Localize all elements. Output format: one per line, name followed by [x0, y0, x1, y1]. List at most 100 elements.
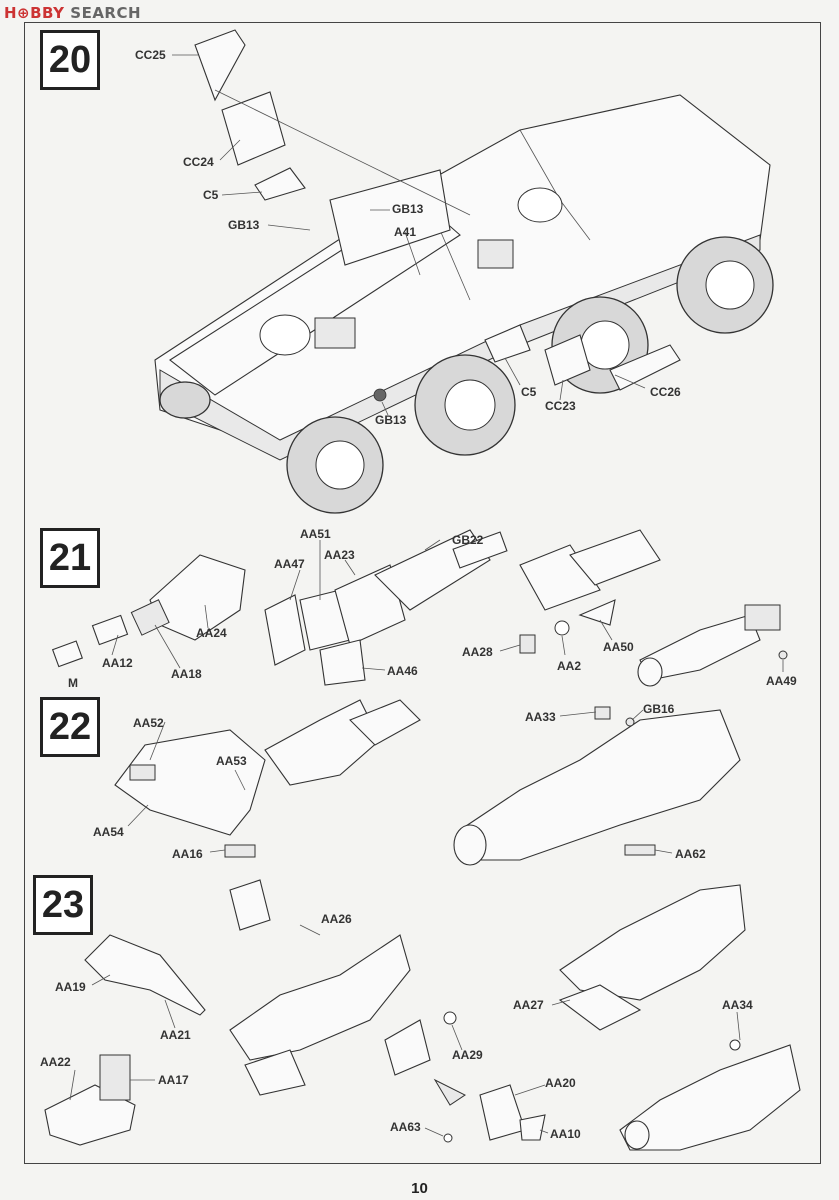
part-aa26-mount [229, 879, 271, 931]
step23-drawing [44, 879, 801, 1151]
part-aa19-assembly [84, 934, 206, 1016]
wheel-1 [286, 416, 384, 514]
rear-armor-plate [329, 169, 451, 266]
part-aa16 [224, 844, 256, 858]
label-aa63: AA63 [390, 1120, 421, 1134]
label-aa46: AA46 [387, 664, 418, 678]
label-aa2: AA2 [557, 659, 582, 673]
part-m [51, 640, 83, 668]
label-aa27: AA27 [513, 998, 544, 1012]
label-gb13-bottom: GB13 [375, 413, 407, 427]
part-cc26 [609, 344, 681, 391]
watermark-brand: H⊕BBY [4, 4, 65, 22]
label-aa29: AA29 [452, 1048, 483, 1062]
step-number-23: 23 [33, 875, 93, 935]
step22-drawing [114, 699, 741, 866]
part-aa17 [99, 1054, 131, 1101]
page-frame [24, 22, 821, 1164]
part-aa2 [554, 620, 570, 636]
step21-drawing [51, 529, 788, 687]
label-aa49: AA49 [766, 674, 797, 688]
gun-assembly-f [619, 1044, 801, 1151]
part-c5-top [254, 167, 306, 201]
label-aa28: AA28 [462, 645, 493, 659]
gun-breech-a [264, 699, 381, 786]
part-aa20-assembly [479, 1084, 526, 1141]
label-aa12: AA12 [102, 656, 133, 670]
gun-assembly-d [229, 934, 411, 1061]
label-aa26: AA26 [321, 912, 352, 926]
seat-front [314, 317, 356, 349]
label-gb13-left: GB13 [228, 218, 260, 232]
label-aa51: AA51 [300, 527, 331, 541]
label-aa16: AA16 [172, 847, 203, 861]
muzzle-b [453, 824, 487, 866]
watermark-search: SEARCH [70, 4, 142, 22]
part-aa63 [443, 1133, 453, 1143]
label-aa50: AA50 [603, 640, 634, 654]
wheel-4 [676, 236, 774, 334]
label-aa62: AA62 [675, 847, 706, 861]
steering-wheel-rear [517, 187, 563, 223]
label-c5-top: C5 [203, 188, 219, 202]
part-aa34 [729, 1039, 741, 1051]
label-aa33: AA33 [525, 710, 556, 724]
label-gb13-right: GB13 [392, 202, 424, 216]
step-number-22: 22 [40, 697, 100, 757]
barrel-a [349, 699, 421, 746]
label-aa18: AA18 [171, 667, 202, 681]
label-c5-bottom: C5 [521, 385, 537, 399]
barrel-section-b [569, 529, 661, 586]
barrel-muzzle-a [452, 531, 508, 569]
part-aa49 [778, 650, 788, 660]
base-plate-d [244, 1049, 306, 1096]
part-aa33 [594, 706, 611, 720]
part-aa29 [443, 1011, 457, 1025]
label-aa21: AA21 [160, 1028, 191, 1042]
muzzle-f [624, 1120, 650, 1150]
part-aa27 [558, 984, 642, 1031]
label-cc26: CC26 [650, 385, 681, 399]
steering-wheel-front [259, 314, 311, 356]
part-aa28 [519, 634, 536, 654]
label-aa10: AA10 [550, 1127, 581, 1141]
label-gb16: GB16 [643, 702, 675, 716]
label-a41: A41 [394, 225, 417, 239]
part-cc23 [544, 334, 591, 386]
muzzle-c [637, 657, 663, 687]
label-aa19: AA19 [55, 980, 86, 994]
part-gb13-bottom [373, 388, 387, 402]
breech-mechanism-d [384, 1019, 431, 1076]
part-aa47 [264, 594, 306, 666]
part-aa52 [129, 764, 156, 781]
page-number: 10 [411, 1180, 428, 1197]
label-aa23: AA23 [324, 548, 355, 562]
watermark: H⊕BBY SEARCH [4, 4, 141, 22]
label-aa52: AA52 [133, 716, 164, 730]
step-number-21: 21 [40, 528, 100, 588]
label-aa53: AA53 [216, 754, 247, 768]
part-aa50 [578, 599, 616, 626]
label-cc24: CC24 [183, 155, 214, 169]
label-aa24: AA24 [196, 626, 227, 640]
part-aa12 [91, 614, 129, 646]
direction-arrow [433, 1078, 466, 1106]
label-cc23: CC23 [545, 399, 576, 413]
label-aa54: AA54 [93, 825, 124, 839]
gun-assembly-e [559, 884, 746, 1001]
part-c5-bottom [484, 324, 531, 363]
gun-carriage-frame-b [459, 709, 741, 861]
part-aa62 [624, 844, 656, 856]
part-aa10 [519, 1114, 546, 1141]
seat-rear [477, 239, 514, 269]
label-aa34: AA34 [722, 998, 753, 1012]
part-cc24 [221, 91, 286, 166]
part-aa46 [319, 639, 366, 686]
label-m: M [68, 676, 78, 690]
step20-vehicle-drawing [154, 29, 774, 514]
label-cc25: CC25 [135, 48, 166, 62]
label-aa22: AA22 [40, 1055, 71, 1069]
label-gb22: GB22 [452, 533, 484, 547]
label-aa47: AA47 [274, 557, 305, 571]
